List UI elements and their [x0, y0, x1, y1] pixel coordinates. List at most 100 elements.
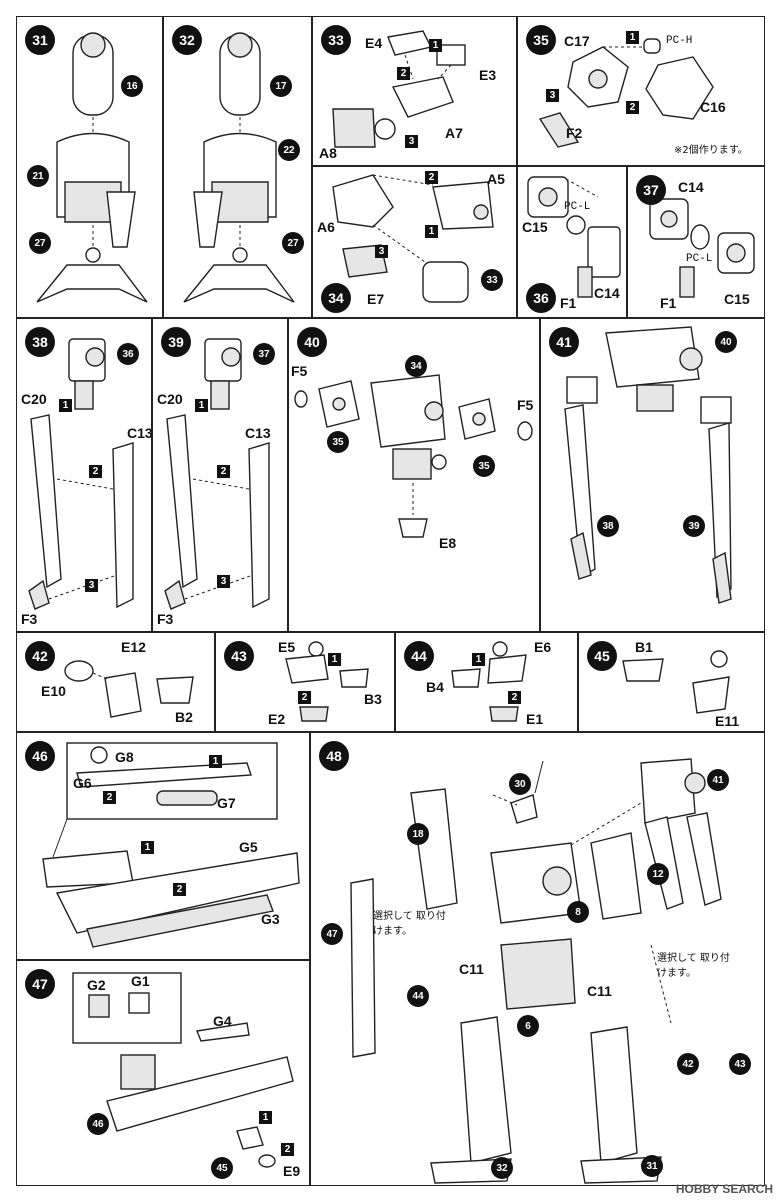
label-F3: F3: [157, 611, 174, 627]
label-E1: E1: [526, 711, 544, 727]
label-C17: C17: [564, 33, 590, 49]
order-mark-3: 3: [217, 575, 230, 588]
label-E4: E4: [365, 35, 383, 51]
step-39-badge: 39: [161, 327, 191, 357]
part-badge-41: 41: [707, 769, 729, 791]
order-mark-2: 2: [626, 101, 639, 114]
step-36-badge: 36: [526, 283, 556, 313]
step-44-panel: 44 E6 B4 E1 1 2: [395, 632, 578, 732]
step-47-panel: 47 G2 G1 G4 E9 46 45 1 2: [16, 960, 310, 1186]
step-34-badge: 34: [321, 283, 351, 313]
part-badge-44: 44: [407, 985, 429, 1007]
label-C15: C15: [522, 219, 548, 235]
step-31-panel: 31 16 21 27: [16, 16, 163, 318]
step-39-art: [164, 338, 270, 610]
label-G6: G6: [73, 775, 92, 791]
order-mark-2: 2: [298, 691, 311, 704]
order-mark-3: 3: [375, 245, 388, 258]
step-44-badge: 44: [404, 641, 434, 671]
part-badge-45: 45: [211, 1157, 233, 1179]
label-E10: E10: [41, 683, 66, 699]
watermark: HOBBY SEARCH: [675, 1182, 773, 1196]
label-C14: C14: [678, 179, 704, 195]
label-C15: C15: [724, 291, 750, 307]
label-B2: B2: [175, 709, 193, 725]
step-45-panel: 45 B1 E11: [578, 632, 765, 732]
label-PC-H: PC-H: [666, 35, 693, 47]
step-48-badge: 48: [319, 741, 349, 771]
part-badge-40: 40: [715, 331, 737, 353]
part-badge-35-right: 35: [473, 455, 495, 477]
label-E9: E9: [283, 1163, 301, 1179]
note-make-two: ※2個作ります。: [674, 145, 748, 156]
step-41-panel: 41 40 38 39: [540, 318, 765, 632]
label-C13: C13: [127, 425, 152, 441]
step-39-panel: 39 37 C20 C13 F3 1 2 3: [152, 318, 288, 632]
step-46-panel: 46 G8 G6 G7 G5 G3 1 2 1 2: [16, 732, 310, 960]
part-badge-27: 27: [29, 232, 51, 254]
order-mark-3: 3: [85, 579, 98, 592]
order-mark-2: 2: [103, 791, 116, 804]
step-34-panel: 34 A5 A6 E7 33 1 2 3: [312, 166, 517, 318]
part-badge-16: 16: [121, 75, 143, 97]
step-38-badge: 38: [25, 327, 55, 357]
part-badge-18: 18: [407, 823, 429, 845]
part-badge-34: 34: [405, 355, 427, 377]
label-C14: C14: [594, 285, 620, 301]
label-F1: F1: [660, 295, 677, 311]
step-34-art: [332, 174, 494, 303]
order-mark-2: 2: [281, 1143, 294, 1156]
part-badge-22: 22: [278, 139, 300, 161]
label-G1: G1: [131, 973, 150, 989]
label-B4: B4: [426, 679, 444, 695]
part-badge-35-left: 35: [327, 431, 349, 453]
part-badge-32: 32: [491, 1157, 513, 1179]
label-E8: E8: [439, 535, 457, 551]
label-G3: G3: [261, 911, 280, 927]
order-mark-1: 1: [209, 755, 222, 768]
label-E2: E2: [268, 711, 286, 727]
part-badge-46: 46: [87, 1113, 109, 1135]
order-mark-3: 3: [546, 89, 559, 102]
part-badge-37: 37: [253, 343, 275, 365]
step-37-badge: 37: [636, 175, 666, 205]
part-badge-47: 47: [321, 923, 343, 945]
step-47-art: [72, 972, 294, 1168]
part-badge-38: 38: [597, 515, 619, 537]
part-badge-39: 39: [683, 515, 705, 537]
step-41-badge: 41: [549, 327, 579, 357]
part-badge-42: 42: [677, 1053, 699, 1075]
step-37-art: [649, 198, 755, 298]
order-mark-2: 2: [217, 465, 230, 478]
step-38-art: [28, 338, 134, 610]
step-40-badge: 40: [297, 327, 327, 357]
label-PC-L: PC-L: [686, 253, 713, 265]
label-G8: G8: [115, 749, 134, 765]
order-mark-2b: 2: [173, 883, 186, 896]
label-C11-left: C11: [459, 961, 484, 977]
order-mark-2: 2: [425, 171, 438, 184]
order-mark-1: 1: [328, 653, 341, 666]
step-40-panel: 40 F5 F5 E8 34 35 35: [288, 318, 540, 632]
step-44-art: [451, 641, 527, 722]
part-badge-33: 33: [481, 269, 503, 291]
label-G4: G4: [213, 1013, 232, 1029]
step-32-panel: 32 17 22 27: [163, 16, 312, 318]
part-badge-6: 6: [517, 1015, 539, 1037]
order-mark-1b: 1: [141, 841, 154, 854]
step-38-panel: 38 36 C20 C13 F3 1 2 3: [16, 318, 152, 632]
label-E11: E11: [715, 713, 740, 729]
step-31-badge: 31: [25, 25, 55, 55]
label-F1: F1: [560, 295, 577, 311]
label-B3: B3: [364, 691, 382, 707]
step-46-badge: 46: [25, 741, 55, 771]
step-43-art: [285, 641, 369, 722]
part-badge-43: 43: [729, 1053, 751, 1075]
step-32-art: [183, 32, 295, 303]
label-E6: E6: [534, 639, 552, 655]
step-31-art: [36, 32, 148, 303]
order-mark-2: 2: [397, 67, 410, 80]
step-42-badge: 42: [25, 641, 55, 671]
step-33-badge: 33: [321, 25, 351, 55]
step-48-panel: 48 30 41 18 12 8 47 6 44 42 43 32 31 C11…: [310, 732, 765, 1186]
